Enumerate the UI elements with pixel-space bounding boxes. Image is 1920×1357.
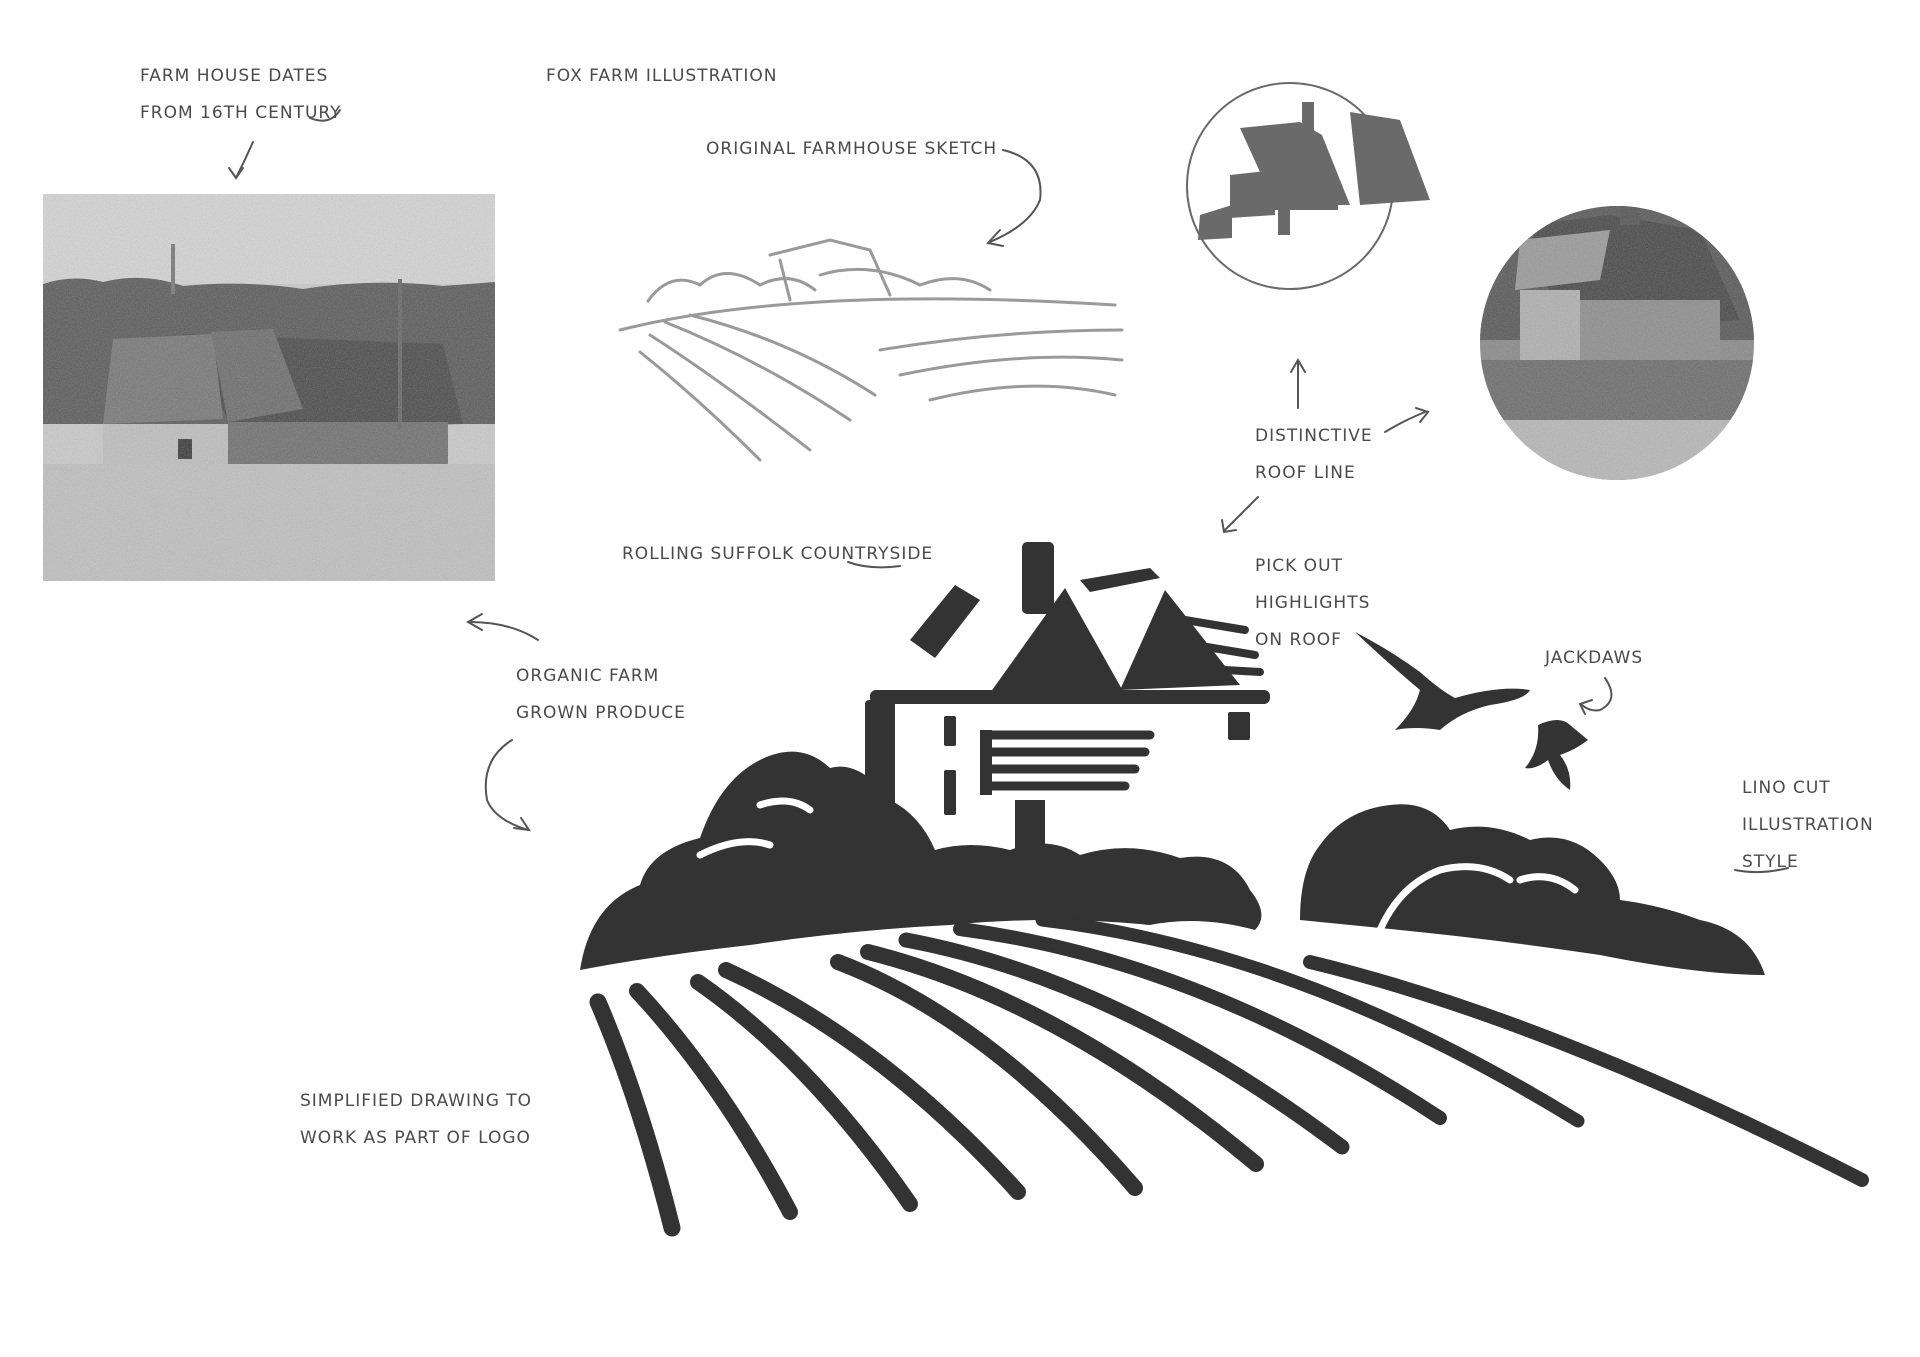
note-line: Original farmhouse sketch (706, 139, 998, 159)
note-line: grown produce (516, 703, 686, 723)
note-line: on roof (1255, 630, 1342, 650)
roofline-silhouette-circle (1186, 82, 1430, 290)
note-line: Distinctive (1255, 426, 1373, 446)
note-rolling-countryside: Rolling Suffolk countryside (622, 536, 933, 573)
note-line: Jackdaws (1545, 648, 1644, 668)
note-line: work as part of logo (300, 1128, 531, 1148)
hand-drawn-arrow (228, 141, 1613, 832)
note-line: highlights (1255, 593, 1371, 613)
farmhouse-photo (43, 194, 495, 581)
note-line: Farm house dates (140, 66, 329, 86)
note-line: from 16th century (140, 103, 342, 123)
farmhouse-photo-image (43, 194, 495, 581)
note-simplified-drawing: Simplified drawing to work as part of lo… (300, 1083, 532, 1157)
note-line: style (1742, 852, 1799, 872)
note-pick-out-highlights: Pick out highlights on roof (1255, 548, 1370, 659)
note-line: roof line (1255, 463, 1356, 483)
note-line: Lino cut (1742, 778, 1831, 798)
farmhouse-lino-illustration (580, 542, 1869, 1237)
note-fox-farm: Fox farm illustration (546, 58, 778, 95)
note-line: illustration (1742, 815, 1874, 835)
note-jackdaws: Jackdaws (1545, 640, 1643, 677)
roofline-photo-circle (1480, 206, 1754, 480)
note-line: Simplified drawing to (300, 1091, 533, 1111)
note-farmhouse-dates: Farm house dates from 16th century (140, 58, 342, 132)
note-line: Fox farm illustration (546, 66, 778, 86)
text-underlines (309, 109, 1789, 874)
note-original-sketch: Original farmhouse sketch (706, 131, 997, 168)
pencil-sketch (618, 238, 1124, 462)
note-line: Pick out (1255, 556, 1343, 576)
note-distinctive-roof: Distinctive roof line (1255, 418, 1373, 492)
note-line: Organic farm (516, 666, 660, 686)
note-lino-cut: Lino cut illustration style (1742, 770, 1874, 881)
note-organic-farm: Organic farm grown produce (516, 658, 686, 732)
note-line: Rolling Suffolk countryside (622, 544, 934, 564)
